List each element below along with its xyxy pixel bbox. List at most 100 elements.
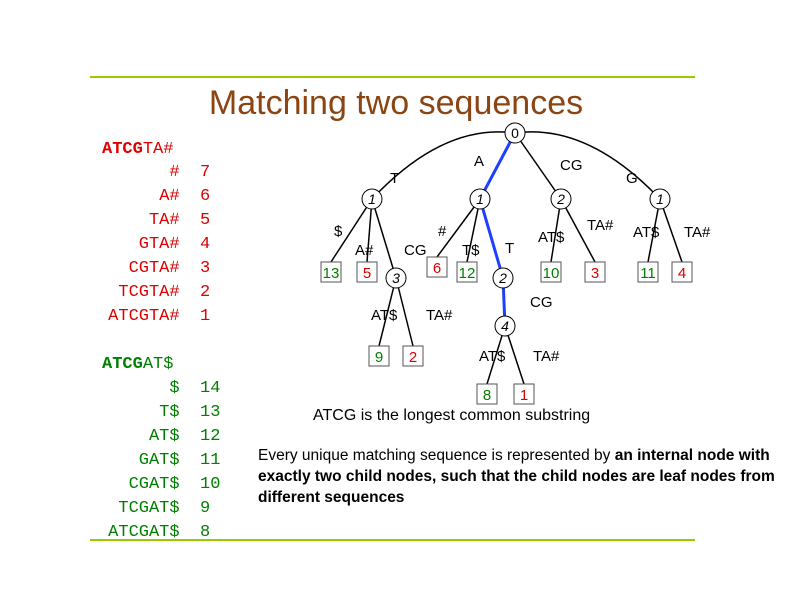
tree-leaf-l6: 6 xyxy=(426,256,448,278)
leaf-box xyxy=(540,261,562,283)
leaf-label: 12 xyxy=(459,265,476,282)
node-label: 0 xyxy=(511,125,519,141)
node-circle xyxy=(361,188,383,210)
seq1-rest: TA# xyxy=(142,140,174,159)
top-divider xyxy=(90,76,695,78)
edge-g-l4 xyxy=(659,198,683,263)
leaf-label: 13 xyxy=(323,265,340,282)
suffix-index: 14 xyxy=(200,379,221,398)
tree-node-tcg: 3 xyxy=(385,267,407,289)
node-label: 1 xyxy=(476,191,484,207)
edge-label-at_atcg: CG xyxy=(530,294,553,311)
suffix-index: 1 xyxy=(200,307,211,326)
leaf-box xyxy=(513,383,535,405)
suffix-index: 11 xyxy=(200,451,221,470)
edge-g-l11 xyxy=(647,198,661,263)
edge-root-a xyxy=(478,132,517,200)
node-circle xyxy=(469,188,491,210)
tree-node-root: 0 xyxy=(504,122,526,144)
explanation-bold: an internal node with exactly two child … xyxy=(258,447,775,506)
leaf-label: 6 xyxy=(433,260,441,277)
longest-substring-caption: ATCG is the longest common substring xyxy=(313,407,591,424)
edge-label-root_a: A xyxy=(474,153,484,170)
seq2-rest: AT$ xyxy=(142,355,174,374)
leaf-box xyxy=(671,261,693,283)
suffix-index: 13 xyxy=(200,403,221,422)
edge-label-root_t: T xyxy=(390,170,399,187)
edge-a-at xyxy=(478,198,505,279)
seq2-suffix-row: AT$ 12 xyxy=(102,427,222,447)
edge-tcg-l9 xyxy=(378,277,397,347)
tree-leaf-l5: 5 xyxy=(356,261,378,283)
edge-label-root_cg: CG xyxy=(560,157,583,174)
tree-leaf-l4: 4 xyxy=(671,261,693,283)
seq2-header: ATCGAT$ xyxy=(102,355,222,375)
seq1-suffix-row: # 7 xyxy=(102,163,222,183)
suffix-text: ATCGAT$ xyxy=(108,523,180,542)
suffix-text: TA# xyxy=(148,211,180,230)
suffix-text: GAT$ xyxy=(138,451,180,470)
edge-root-t xyxy=(371,131,516,200)
edge-label-atcg_l1: TA# xyxy=(533,348,560,365)
suffix-text: T$ xyxy=(159,403,180,422)
edge-root-cg xyxy=(514,132,562,200)
seq2-suffix-row: CGAT$ 10 xyxy=(102,475,222,495)
leaf-box xyxy=(476,383,498,405)
suffix-index: 10 xyxy=(200,475,221,494)
seq1-suffix-row: CGTA# 3 xyxy=(102,259,222,279)
edge-label-cg_l10: AT$ xyxy=(538,229,565,246)
edge-label-a_l12: T$ xyxy=(462,242,480,259)
tree-node-g: 1 xyxy=(649,188,671,210)
node-label: 2 xyxy=(498,270,507,286)
tree-leaf-l10: 10 xyxy=(540,261,562,283)
suffix-index: 9 xyxy=(200,499,211,518)
tree-node-cg: 2 xyxy=(550,188,572,210)
leaf-label: 1 xyxy=(520,387,528,404)
edge-root-g xyxy=(514,131,661,200)
seq2-suffix-row: TCGAT$ 9 xyxy=(102,499,222,519)
edge-label-t_l13: $ xyxy=(334,223,343,240)
edge-label-tcg_l2: TA# xyxy=(426,307,453,324)
edge-label-cg_l3: TA# xyxy=(587,217,614,234)
leaf-box xyxy=(426,256,448,278)
tree-leaf-l8: 8 xyxy=(476,383,498,405)
leaf-box xyxy=(584,261,606,283)
edge-t-l5 xyxy=(366,198,373,263)
edge-cg-l3 xyxy=(560,198,596,263)
node-circle xyxy=(550,188,572,210)
tree-leaf-l12: 12 xyxy=(456,261,478,283)
leaf-box xyxy=(368,345,390,367)
edge-a-l12 xyxy=(466,198,481,263)
node-circle xyxy=(492,267,514,289)
tree-leaf-l1: 1 xyxy=(513,383,535,405)
suffix-index: 4 xyxy=(200,235,211,254)
edge-t-l13 xyxy=(330,198,373,263)
node-circle xyxy=(385,267,407,289)
tree-node-t: 1 xyxy=(361,188,383,210)
edge-label-g_l4: TA# xyxy=(684,224,711,241)
edge-label-tcg_l9: AT$ xyxy=(371,307,398,324)
edge-t-tcg xyxy=(371,198,397,279)
tree-node-at: 2 xyxy=(492,267,514,289)
node-circle xyxy=(504,122,526,144)
node-label: 1 xyxy=(368,191,376,207)
node-circle xyxy=(649,188,671,210)
tree-leaf-l3: 3 xyxy=(584,261,606,283)
suffix-index: 8 xyxy=(200,523,211,542)
leaf-label: 5 xyxy=(363,265,371,282)
leaf-box xyxy=(356,261,378,283)
suffix-index: 3 xyxy=(200,259,211,278)
suffix-index: 2 xyxy=(200,283,211,302)
slide-title: Matching two sequences xyxy=(208,84,584,122)
suffix-text: GTA# xyxy=(138,235,180,254)
edge-label-a_at: T xyxy=(505,240,514,257)
edge-label-root_g: G xyxy=(626,170,638,187)
edge-tcg-l2 xyxy=(395,277,414,347)
leaf-box xyxy=(402,345,424,367)
seq1-suffix-row: A# 6 xyxy=(102,187,222,207)
leaf-label: 9 xyxy=(375,349,383,366)
node-label: 1 xyxy=(656,191,664,207)
seq2-suffix-row: T$ 13 xyxy=(102,403,222,423)
leaf-label: 3 xyxy=(591,265,599,282)
